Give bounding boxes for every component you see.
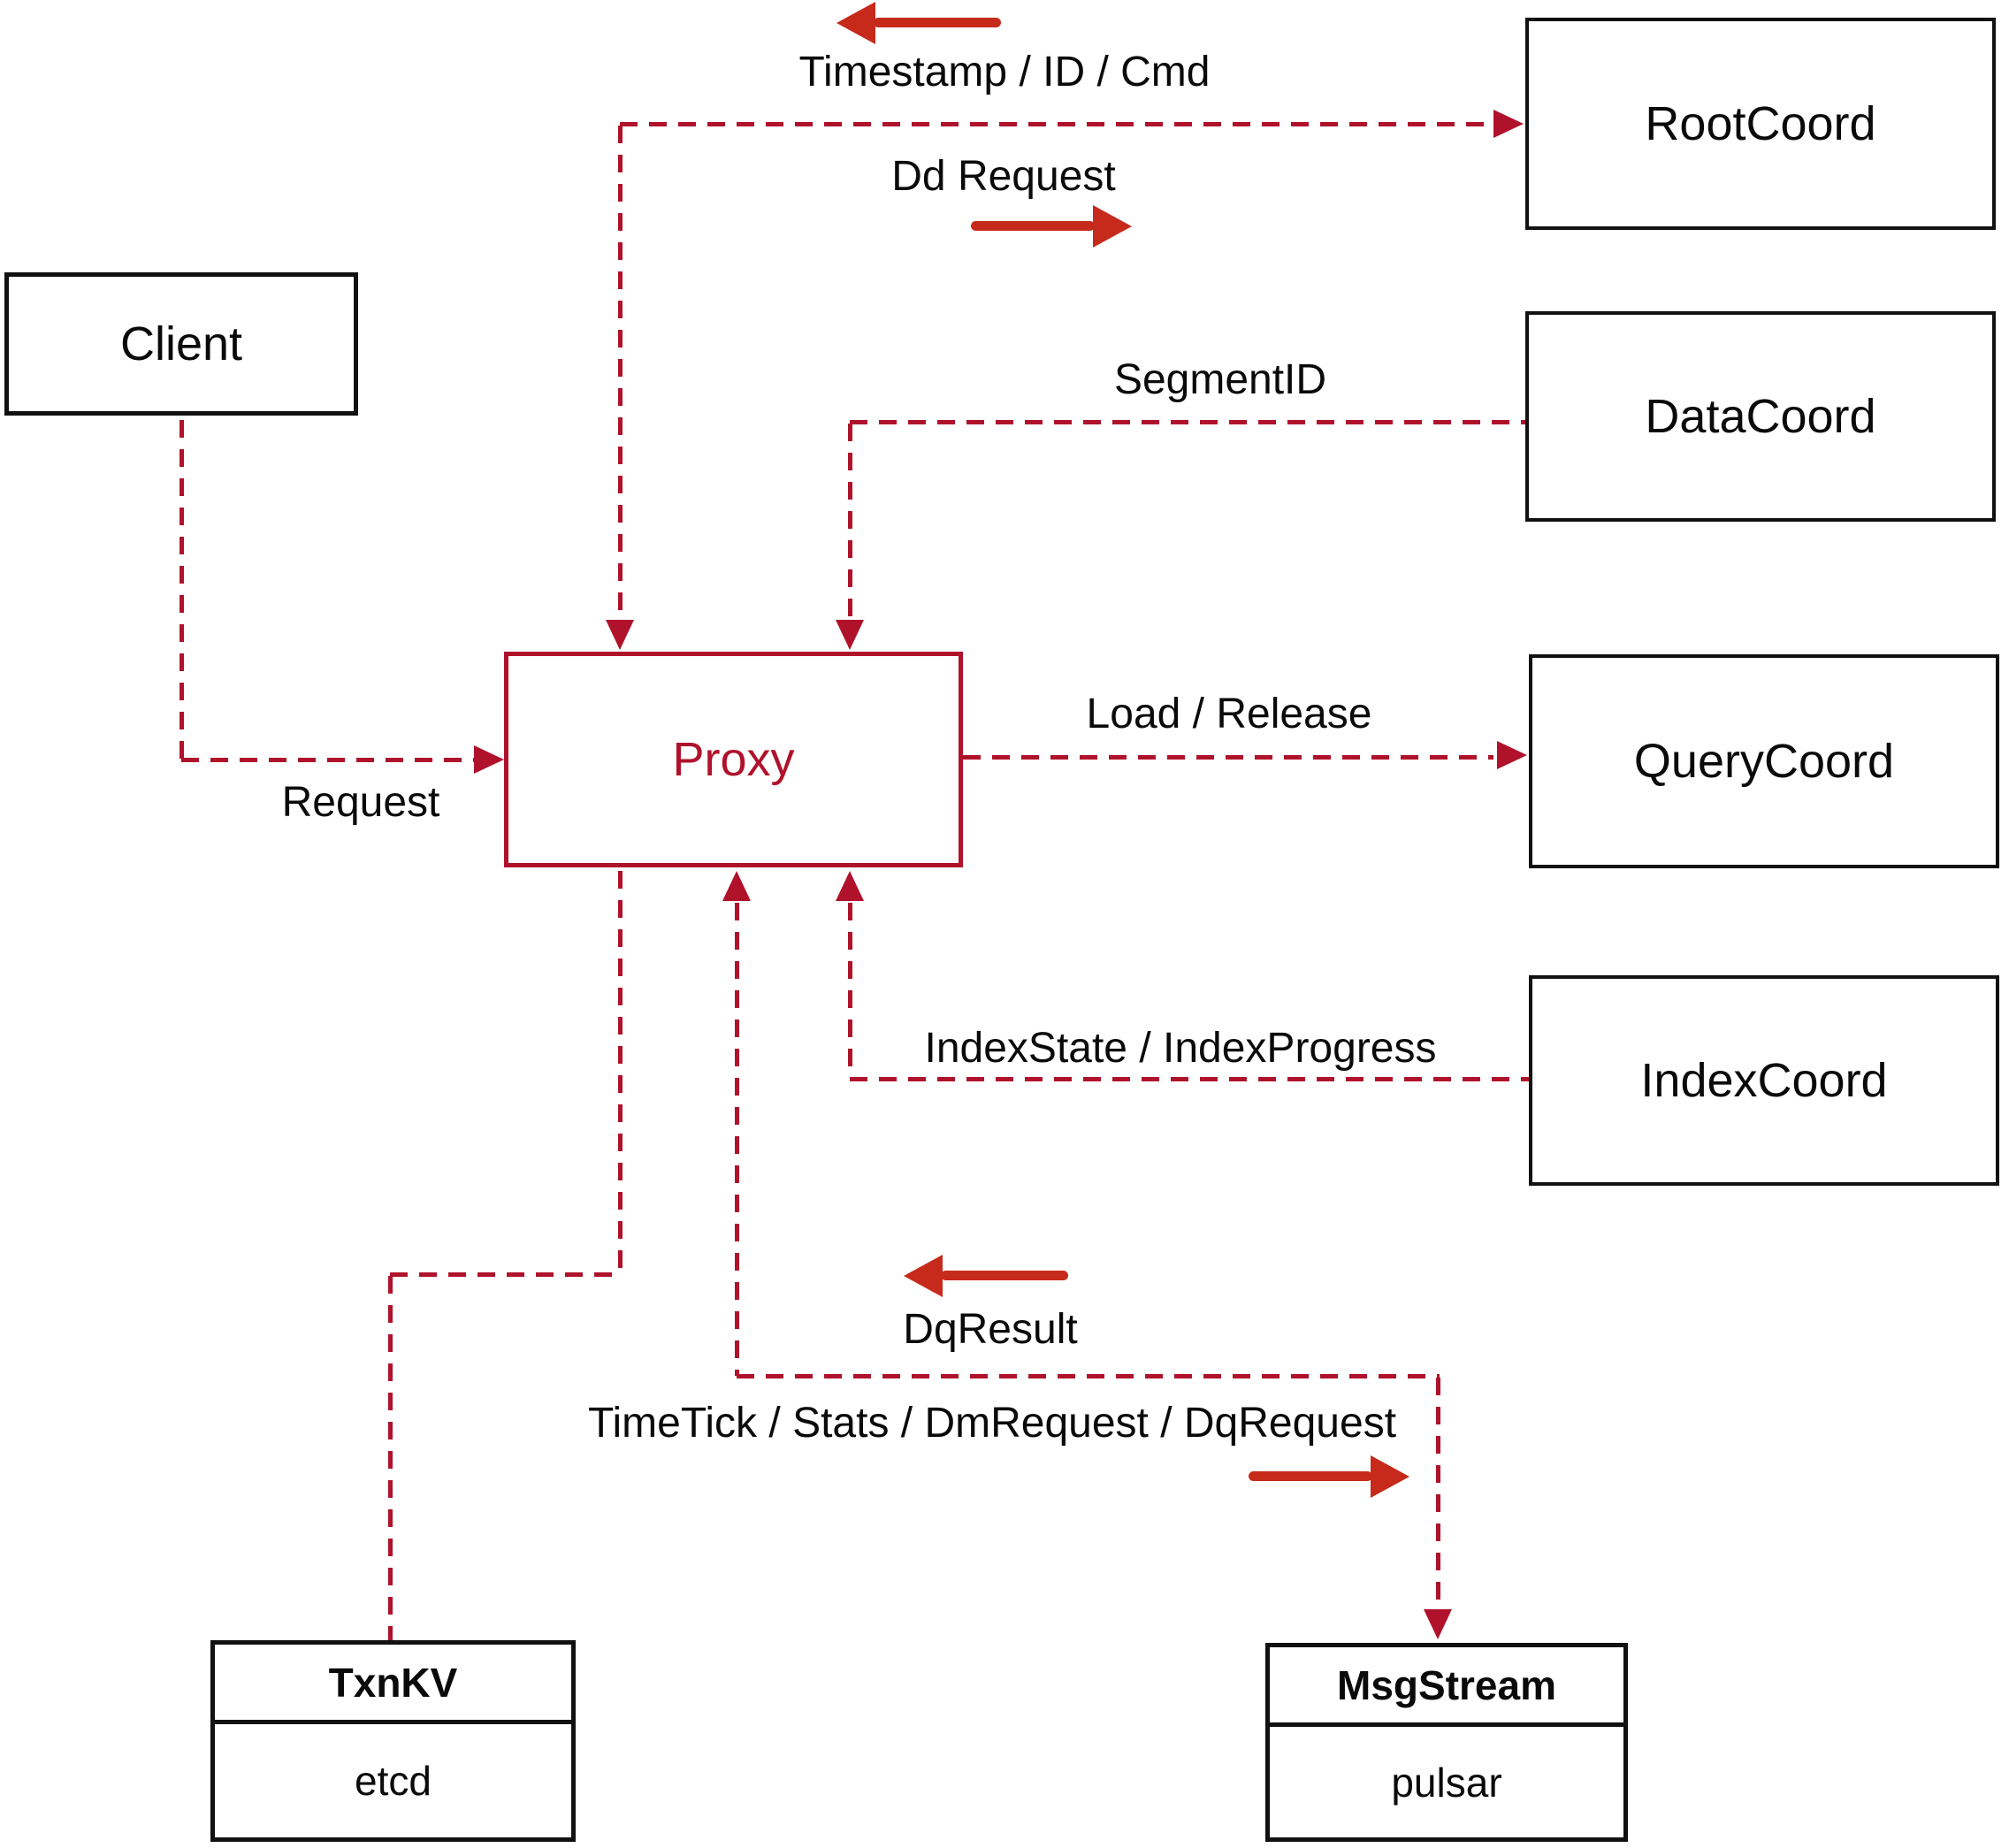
txnkv-title: TxnKV xyxy=(215,1645,571,1724)
arrowhead-into-rootcoord-icon xyxy=(1493,110,1524,138)
arrowhead-into-proxy-left-icon xyxy=(474,745,504,774)
edge-label-timestamp: Timestamp / ID / Cmd xyxy=(798,49,1211,95)
edge-indexcoord-proxy-hline xyxy=(850,1077,1529,1081)
arrowhead-into-proxy-bottom-right-icon xyxy=(836,871,864,901)
msgstream-subtitle: pulsar xyxy=(1391,1759,1502,1806)
edge-proxy-txnkv-hline xyxy=(390,1272,620,1277)
edge-proxy-msgstream-vline1 xyxy=(735,903,739,1376)
client-node: Client xyxy=(4,272,358,416)
indexcoord-label: IndexCoord xyxy=(1640,1054,1888,1107)
arrow-right-icon xyxy=(1093,205,1132,248)
edge-proxy-msgstream-hline xyxy=(737,1374,1440,1378)
edge-label-timetick: TimeTick / Stats / DmRequest / DqRequest xyxy=(587,1400,1397,1447)
arrow-left-icon xyxy=(836,2,875,44)
arrow-right-timetick-icon xyxy=(1371,1455,1409,1498)
arrowhead-into-proxy-bottom-left-icon xyxy=(722,871,751,901)
rootcoord-node: RootCoord xyxy=(1525,18,1996,230)
edge-label-segmentid: SegmentID xyxy=(1113,356,1327,403)
arrowhead-into-proxy-top-right-icon xyxy=(836,620,864,650)
arrowhead-into-proxy-top-left-icon xyxy=(606,620,634,650)
txnkv-subtitle: etcd xyxy=(355,1758,432,1804)
datacoord-label: DataCoord xyxy=(1645,390,1876,443)
edge-proxy-txnkv-vline2 xyxy=(388,1276,393,1640)
msgstream-node: MsgStream pulsar xyxy=(1265,1643,1628,1842)
arrowhead-into-querycoord-icon xyxy=(1497,741,1527,769)
edge-label-dqresult: DqResult xyxy=(903,1306,1078,1353)
edge-datacoord-proxy-hline xyxy=(850,420,1525,424)
edge-client-proxy-hline xyxy=(181,758,474,762)
arrow-left-shaft xyxy=(874,18,1001,27)
querycoord-node: QueryCoord xyxy=(1529,654,1999,868)
edge-proxy-txnkv-vline1 xyxy=(618,871,623,1276)
edge-datacoord-proxy-vline xyxy=(848,424,852,622)
edge-rootcoord-proxy-hline xyxy=(620,122,1495,126)
indexcoord-node: IndexCoord xyxy=(1529,975,1999,1186)
client-label: Client xyxy=(119,317,243,370)
txnkv-node: TxnKV etcd xyxy=(210,1640,576,1842)
proxy-node: Proxy xyxy=(504,652,963,867)
arrow-right-shaft xyxy=(971,221,1095,231)
querycoord-label: QueryCoord xyxy=(1633,735,1895,788)
arrow-right-timetick-shaft xyxy=(1249,1471,1372,1481)
datacoord-node: DataCoord xyxy=(1525,311,1996,522)
edge-proxy-querycoord-hline xyxy=(963,755,1493,760)
arrow-left-dqresult-shaft xyxy=(941,1271,1068,1280)
edge-label-load-release: Load / Release xyxy=(1086,691,1372,737)
edge-indexcoord-proxy-vline xyxy=(848,903,852,1077)
edge-label-request: Request xyxy=(281,779,440,826)
edge-rootcoord-proxy-vline xyxy=(618,126,623,621)
arrowhead-into-msgstream-icon xyxy=(1424,1609,1452,1639)
edge-label-indexstate: IndexState / IndexProgress xyxy=(924,1025,1437,1072)
proxy-label: Proxy xyxy=(672,733,795,786)
msgstream-title: MsgStream xyxy=(1270,1647,1623,1727)
edge-proxy-msgstream-vline2 xyxy=(1436,1378,1440,1613)
arrow-left-dqresult-icon xyxy=(904,1255,943,1297)
rootcoord-label: RootCoord xyxy=(1645,97,1876,150)
edge-label-dd-request: Dd Request xyxy=(891,153,1116,200)
edge-client-proxy-vline xyxy=(180,420,184,760)
